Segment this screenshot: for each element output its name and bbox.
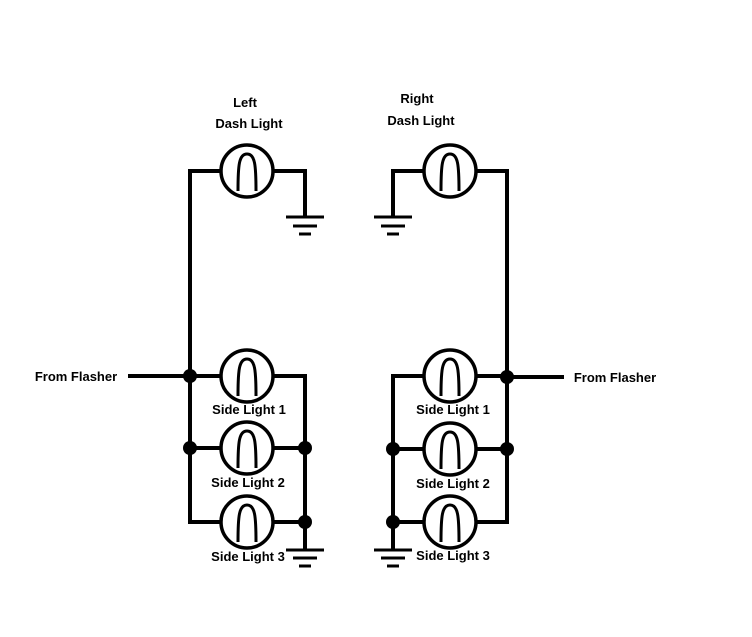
- right-side-light-2-label: Side Light 2: [416, 476, 490, 491]
- right-side-light-3-bulb: [422, 494, 478, 550]
- right-junction-node: [386, 442, 400, 456]
- left-dash-wire: [188, 169, 307, 378]
- left-dash-bulb: [219, 143, 275, 199]
- left-junction-node: [298, 441, 312, 455]
- right-dash-label-line2: Dash Light: [387, 113, 455, 128]
- left-junction-node: [183, 441, 197, 455]
- right-side-light-3-label: Side Light 3: [416, 548, 490, 563]
- left-dash-label-line1: Left: [233, 95, 258, 110]
- right-dash-ground-icon: [374, 215, 412, 236]
- left-circuit: Left Dash Light From Flasher Side Light …: [35, 95, 324, 568]
- left-side-light-3-bulb: [219, 494, 275, 550]
- left-flasher-label: From Flasher: [35, 369, 117, 384]
- left-side-light-2-label: Side Light 2: [211, 475, 285, 490]
- left-side-ground-icon: [286, 548, 324, 568]
- right-circuit: Right Dash Light From Flasher Side Light…: [374, 91, 656, 568]
- right-junction-node: [500, 370, 514, 384]
- right-side-ground-icon: [374, 548, 412, 568]
- right-flasher-label: From Flasher: [574, 370, 656, 385]
- right-side-light-1-bulb: [422, 348, 478, 404]
- left-junction-node: [298, 515, 312, 529]
- right-dash-label-line1: Right: [400, 91, 434, 106]
- left-side-light-2-bulb: [219, 420, 275, 476]
- right-dash-bulb: [422, 143, 478, 199]
- right-junction-node: [500, 442, 514, 456]
- left-junction-node: [183, 369, 197, 383]
- left-side-light-1-label: Side Light 1: [212, 402, 286, 417]
- right-dash-wire: [391, 169, 509, 379]
- left-dash-ground-icon: [286, 215, 324, 236]
- left-dash-label-line2: Dash Light: [215, 116, 283, 131]
- right-side-light-2-bulb: [422, 421, 478, 477]
- right-junction-node: [386, 515, 400, 529]
- right-side-light-1-label: Side Light 1: [416, 402, 490, 417]
- left-side-light-1-bulb: [219, 348, 275, 404]
- left-side-light-3-label: Side Light 3: [211, 549, 285, 564]
